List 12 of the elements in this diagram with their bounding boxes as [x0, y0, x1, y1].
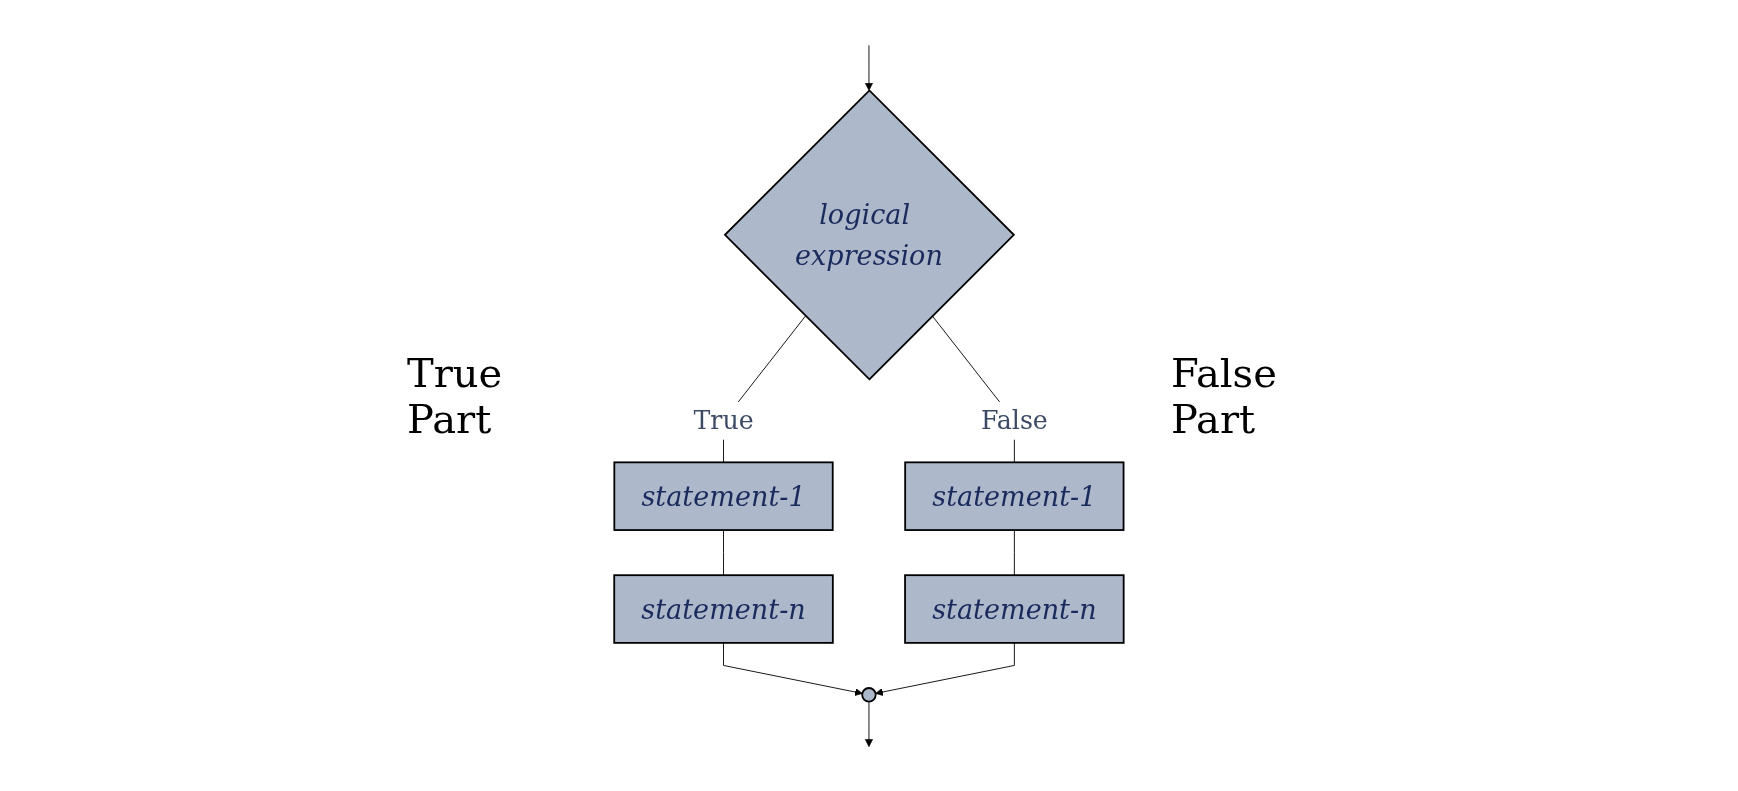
node-box: statement-1 [613, 460, 834, 531]
node-box: statement-1 [904, 460, 1125, 531]
node-diamond: logical expression [723, 88, 1016, 381]
part-label: True Part [407, 349, 504, 442]
connector [723, 529, 725, 576]
edge-label: False [980, 404, 1048, 435]
connector [1013, 529, 1015, 576]
node-box: statement-n [904, 573, 1125, 644]
part-label: False Part [1170, 349, 1278, 442]
edge-label: True [693, 404, 754, 435]
node-box: statement-n [613, 573, 834, 644]
node-circle [861, 686, 877, 702]
